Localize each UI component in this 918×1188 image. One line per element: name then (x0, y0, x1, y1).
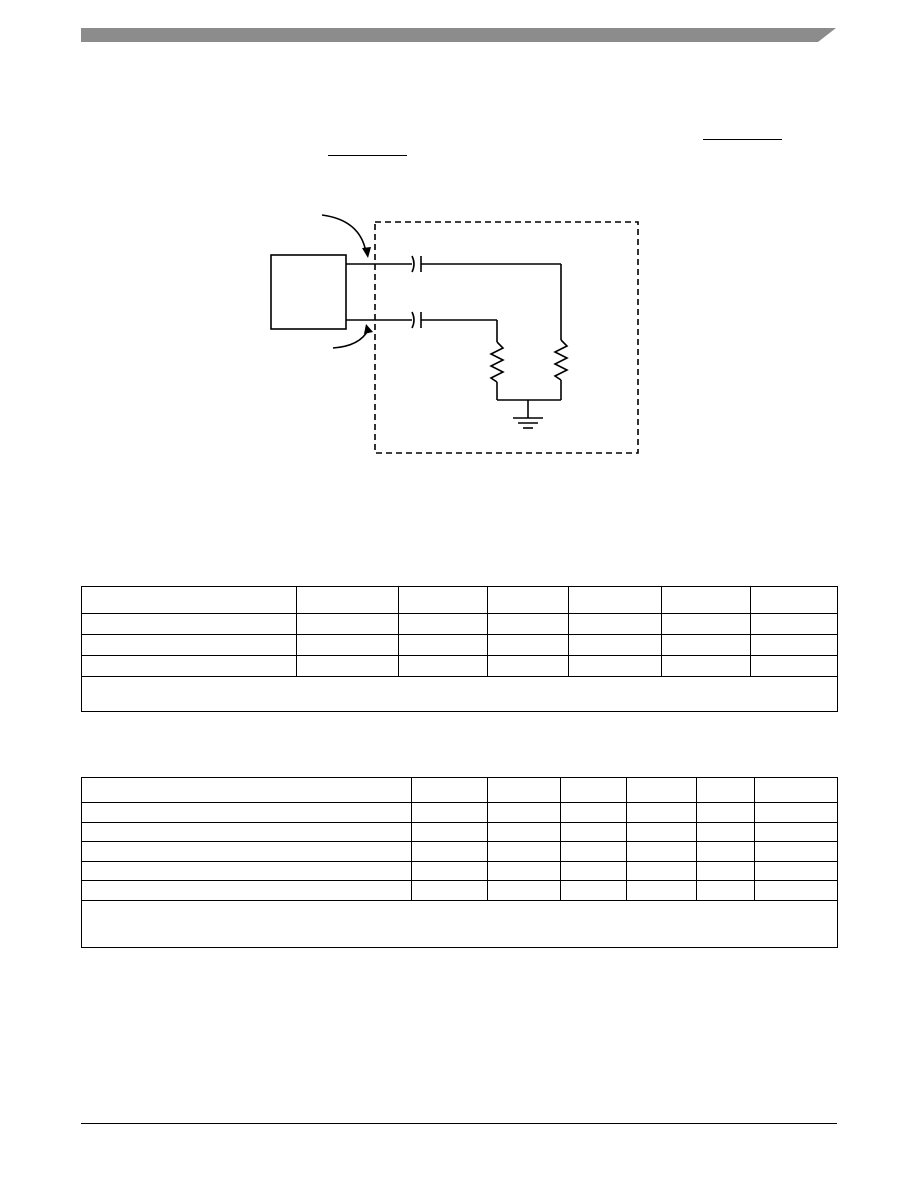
table-row (81, 777, 838, 803)
table-row (81, 880, 838, 901)
table-row (81, 634, 838, 656)
lower-callout-arrow (332, 329, 369, 349)
table-row (81, 841, 838, 862)
table-row (81, 861, 838, 881)
left-resistor-icon (489, 341, 505, 383)
right-resistor-icon (553, 339, 569, 381)
dashed-enclosure (374, 221, 639, 454)
table-row (81, 655, 838, 677)
device-block (270, 254, 347, 330)
upper-callout-arrow (321, 214, 367, 253)
upper-capacitor-icon (411, 255, 415, 273)
spec-table-2 (81, 777, 838, 948)
header-band (81, 28, 836, 42)
ground-icon (513, 417, 543, 429)
upper-arrowhead-icon (362, 247, 371, 258)
header-bar (81, 28, 836, 42)
link-underline-2[interactable] (328, 155, 407, 156)
table-row (81, 822, 838, 842)
table-row (81, 802, 838, 823)
table-row (81, 613, 838, 635)
lower-arrowhead-icon (364, 324, 373, 334)
spec-table-1 (81, 586, 838, 712)
table-notes-row (81, 900, 838, 948)
circuit-diagram (270, 214, 639, 454)
table-notes-row (81, 676, 838, 712)
link-underline-1[interactable] (703, 139, 782, 140)
lower-capacitor-icon (411, 311, 415, 329)
footer-rule (81, 1123, 837, 1124)
table-row (81, 586, 838, 614)
